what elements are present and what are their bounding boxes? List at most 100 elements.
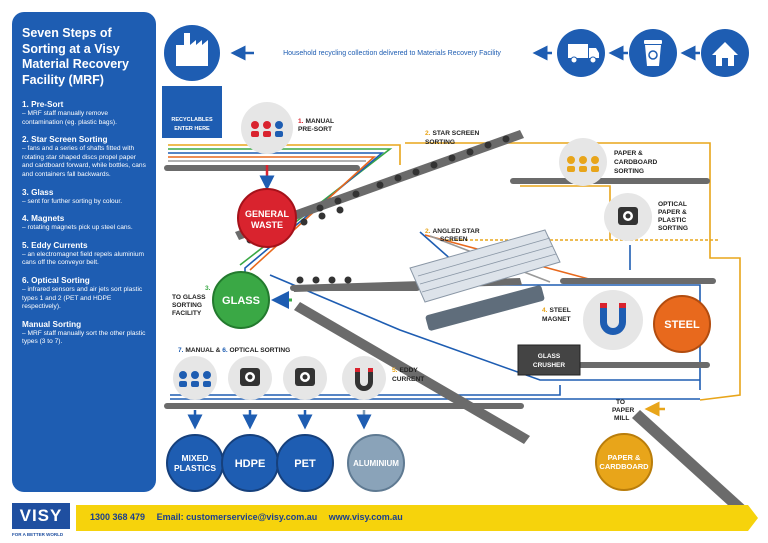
manual-optical-label: 7. MANUAL & 6. OPTICAL SORTING <box>178 347 290 354</box>
optical-paper-line2: PAPER & <box>658 209 687 216</box>
mixed-plastics-line1: MIXED <box>182 453 209 463</box>
footer-bar-tip <box>748 505 758 531</box>
step-title: 4. Magnets <box>22 214 65 224</box>
step-presort: 1. Pre-Sort – MRF staff manually remove … <box>22 100 146 127</box>
steel-magnet-line2: MAGNET <box>542 316 571 323</box>
camera-sensor-icon <box>618 207 638 225</box>
step-desc: – fans and a series of shafts fitted wit… <box>22 145 146 178</box>
general-waste-bin: GENERAL WASTE <box>237 188 297 248</box>
hdpe-bin: HDPE <box>221 434 279 492</box>
recycle-bin-icon <box>629 29 677 77</box>
glass-label: GLASS <box>222 295 260 307</box>
mixed-plastics-bin: MIXED PLASTICS <box>166 434 224 492</box>
manual-sort-station <box>173 356 217 400</box>
pet-label: PET <box>294 458 316 470</box>
paper-sorting-line1: PAPER & <box>614 150 643 157</box>
footer: 1300 368 479 Email: customerservice@visy… <box>0 505 768 535</box>
steel-bin: STEEL <box>653 295 711 353</box>
optical-pet-station <box>283 356 327 400</box>
glass-facility-line2: SORTING <box>172 302 202 309</box>
angled-star-line2: SCREEN <box>440 236 468 243</box>
step-title: 2. Star Screen Sorting <box>22 135 108 145</box>
paper-mill-line3: MILL <box>614 415 629 422</box>
recyclables-line1: RECYCLABLES <box>171 117 213 123</box>
step-title: 1. Pre-Sort <box>22 100 64 109</box>
eddy-line2: CURRENT <box>392 376 424 383</box>
steel-label: STEEL <box>664 319 700 331</box>
pet-bin: PET <box>276 434 334 492</box>
glass-crusher: GLASS CRUSHER <box>517 344 581 376</box>
website-link[interactable]: www.visy.com.au <box>328 512 403 522</box>
optical-paper-line3: PLASTIC <box>658 217 686 224</box>
eddy-current-station <box>342 356 386 400</box>
glass-bin: GLASS <box>212 271 270 329</box>
collection-caption: Household recycling collection delivered… <box>283 50 501 57</box>
aluminium-bin: ALUMINIUM <box>347 434 405 492</box>
paper-cardboard-line1: PAPER & <box>608 453 641 462</box>
general-waste-line2: WASTE <box>251 220 283 230</box>
step-title: 6. Optical Sorting <box>22 275 90 285</box>
mixed-plastics-line2: PLASTICS <box>174 463 216 473</box>
paper-mill-line2: PAPER <box>612 407 634 414</box>
glass-facility-num: 3. <box>205 285 211 292</box>
hdpe-label: HDPE <box>235 458 266 470</box>
step-magnets: 4. Magnets – rotating magnets pick up st… <box>22 214 146 233</box>
workers-icon <box>251 121 283 137</box>
general-waste-line1: GENERAL <box>245 209 290 219</box>
paper-sorting-station <box>559 138 607 186</box>
step-desc: – rotating magnets pick up steel cans. <box>22 224 133 232</box>
step-star-screen: 2. Star Screen Sorting – fans and a seri… <box>22 135 146 179</box>
manual-presort-line2: PRE-SORT <box>298 126 332 133</box>
glass-crusher-line2: CRUSHER <box>533 362 565 369</box>
eddy-label: 5.EDDY <box>392 367 418 374</box>
mrf-diagram: Household recycling collection delivered… <box>162 25 749 505</box>
camera-sensor-icon <box>240 368 260 386</box>
glass-facility-line1: TO GLASS <box>172 294 206 301</box>
magnet-icon <box>600 303 626 335</box>
paper-sorting-line2: CARDBOARD <box>614 159 657 166</box>
step-glass: 3. Glass – sent for further sorting by c… <box>22 188 146 207</box>
paper-sorting-line3: SORTING <box>614 168 644 175</box>
phone-number[interactable]: 1300 368 479 <box>90 512 146 522</box>
contact-info: 1300 368 479 Email: customerservice@visy… <box>90 512 412 522</box>
paper-cardboard-bin: PAPER & CARDBOARD <box>595 433 653 491</box>
down-arrows <box>187 410 372 430</box>
recyclables-entry-box <box>162 86 222 138</box>
aluminium-label: ALUMINIUM <box>353 459 399 468</box>
optical-hdpe-station <box>228 356 272 400</box>
sidebar-key: Seven Steps of Sorting at a Visy Materia… <box>12 12 156 492</box>
step-desc: – infrared sensors and air jets sort pla… <box>22 285 143 311</box>
step-eddy-currents: 5. Eddy Currents – an electromagnet fiel… <box>22 241 146 268</box>
step-desc: – sent for further sorting by colour. <box>22 197 123 205</box>
star-screen-line2: SORTING <box>425 139 455 146</box>
glass-facility-line3: FACILITY <box>172 310 202 317</box>
manual-presort-station <box>241 102 293 154</box>
paper-mill-line1: TO <box>616 399 625 406</box>
steel-magnet-station <box>583 290 643 350</box>
paper-cardboard-line2: CARDBOARD <box>599 462 649 471</box>
optical-paper-line4: SORTING <box>658 225 688 232</box>
steel-magnet-label: 4.STEEL <box>542 307 571 314</box>
glass-crusher-line1: GLASS <box>538 353 561 360</box>
star-screen-label: 2.STAR SCREEN <box>425 130 480 137</box>
step-desc: – an electromagnet field repels aluminiu… <box>22 250 145 267</box>
manual-presort-label: 1.MANUAL <box>298 118 334 125</box>
factory-icon <box>164 25 220 81</box>
step-manual: Manual Sorting – MRF staff manually sort… <box>22 320 146 347</box>
visy-logo: VISY <box>12 503 70 529</box>
step-title: 3. Glass <box>22 187 54 197</box>
optical-paper-station <box>604 193 652 241</box>
optical-paper-line1: OPTICAL <box>658 201 687 208</box>
footer-bar <box>76 505 748 531</box>
step-desc: – MRF staff manually sort the other plas… <box>22 329 146 346</box>
step-title: 5. Eddy Currents <box>22 240 88 250</box>
email-link[interactable]: Email: customerservice@visy.com.au <box>156 512 318 522</box>
angled-star-screen <box>409 229 561 331</box>
magnet-icon <box>355 368 373 391</box>
step-desc: – MRF staff manually remove contaminatio… <box>22 110 117 126</box>
house-icon <box>701 29 749 77</box>
angled-star-label: 2.ANGLED STAR <box>425 228 480 235</box>
tagline: FOR A BETTER WORLD <box>12 532 64 537</box>
step-title: Manual Sorting <box>22 319 82 329</box>
sidebar-title: Seven Steps of Sorting at a Visy Materia… <box>22 26 130 87</box>
